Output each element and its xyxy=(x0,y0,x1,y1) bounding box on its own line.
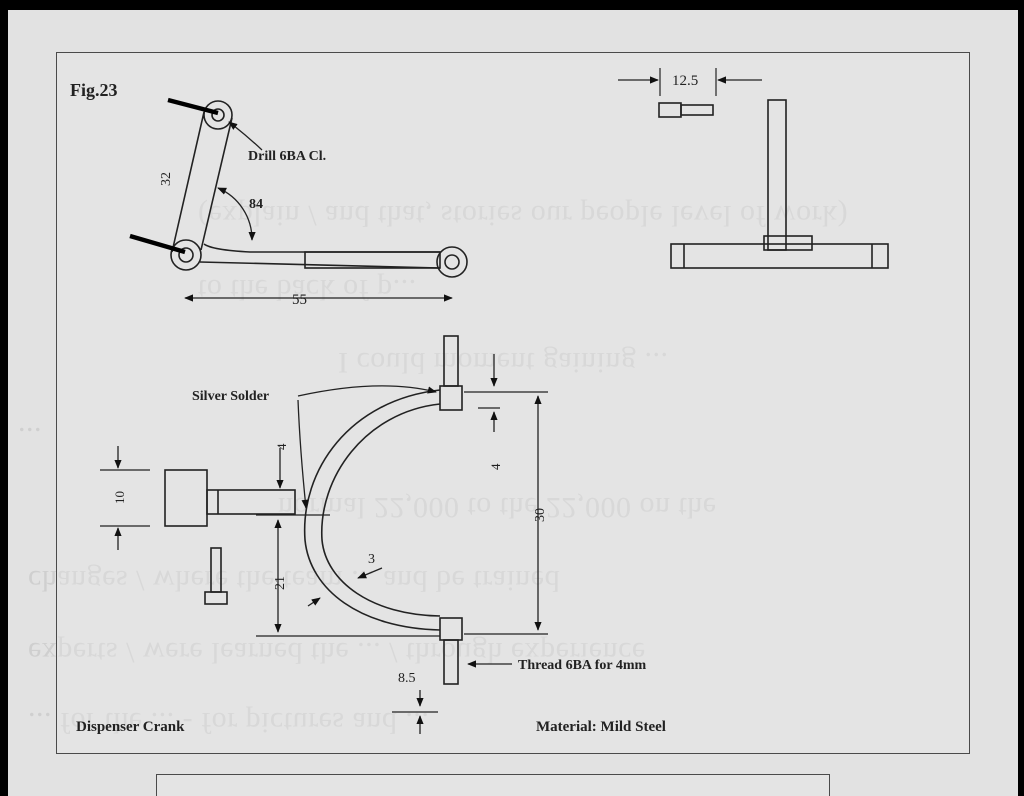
upper-hole xyxy=(211,108,225,122)
solder-leader-upper xyxy=(297,385,437,397)
left-shaft xyxy=(206,489,296,515)
lower-hole xyxy=(178,247,194,263)
drill-note: Drill 6BA Cl. xyxy=(248,149,326,164)
upper-boss xyxy=(203,100,233,130)
end-hole xyxy=(444,254,460,270)
rod-dia-label: 3 xyxy=(368,552,375,567)
solder-leader-lower xyxy=(297,399,309,509)
arm-edge-left xyxy=(171,111,205,253)
upper-screw xyxy=(443,335,459,387)
rod-dia-arrow xyxy=(357,567,383,579)
lower-screw xyxy=(443,639,459,685)
shaft-edge-bottom xyxy=(199,261,441,269)
span-label: 55 xyxy=(292,292,307,308)
screw-shank xyxy=(680,104,714,116)
arm-edge xyxy=(767,99,787,251)
screw-length-label: 8.5 xyxy=(398,671,416,686)
figure-frame xyxy=(56,52,970,754)
upper-fitting xyxy=(439,385,463,411)
figure-label: Fig.23 xyxy=(70,80,118,100)
pointer-bar-top xyxy=(167,97,219,116)
shaft-body xyxy=(304,251,441,269)
height-total-label: 30 xyxy=(533,508,548,522)
angle-label: 84 xyxy=(249,197,263,212)
left-screw-shank xyxy=(210,547,222,593)
arm-length-label: 32 xyxy=(159,172,174,186)
height-lower-label: 21 xyxy=(273,576,288,590)
shaft-edge-top xyxy=(203,243,440,253)
thread-note: Thread 6BA for 4mm xyxy=(518,658,647,673)
next-figure-edge xyxy=(156,774,830,796)
screw-head xyxy=(658,102,682,118)
drill-leader xyxy=(228,121,263,151)
pointer-bar-bottom xyxy=(129,233,186,255)
shaft-dia-label: 10 xyxy=(112,491,127,504)
lower-fitting xyxy=(439,617,463,641)
arm-edge-right xyxy=(200,117,233,251)
scanned-page: (explain / and that, stories our people … xyxy=(8,10,1018,796)
top-width-label: 12.5 xyxy=(672,73,698,89)
arm-root xyxy=(763,235,813,251)
dispenser-crank-assembly xyxy=(164,335,463,685)
rod-outer xyxy=(303,389,441,631)
crank-end-view xyxy=(658,99,889,269)
gap-top-label: 4 xyxy=(274,443,289,450)
caption-material: Material: Mild Steel xyxy=(536,719,666,735)
rod-dia-arrow xyxy=(307,597,321,607)
crank-side-view xyxy=(170,100,468,278)
end-boss xyxy=(436,246,468,278)
silver-solder-note: Silver Solder xyxy=(192,389,269,404)
caption-dispenser-crank: Dispenser Crank xyxy=(76,719,185,735)
left-boss xyxy=(164,469,208,527)
gap-right-label: 4 xyxy=(488,463,503,470)
shaft-end-view xyxy=(670,243,889,269)
left-screw-head xyxy=(204,591,228,605)
rod-inner xyxy=(321,403,441,617)
angle-arc xyxy=(217,187,256,241)
lower-boss xyxy=(170,239,202,271)
